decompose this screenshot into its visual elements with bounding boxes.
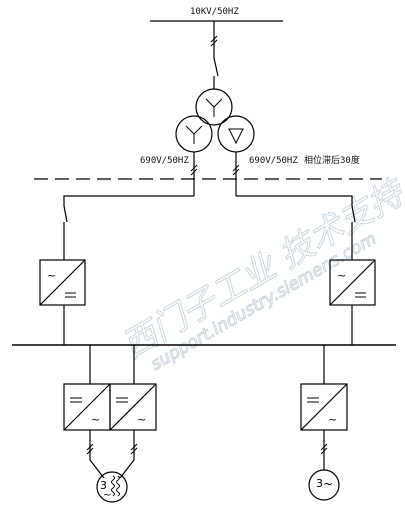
ac-symbol: ~ <box>328 413 337 426</box>
tick-mark <box>130 447 138 455</box>
tick-mark <box>320 443 328 451</box>
tick-mark <box>210 35 218 43</box>
tick-mark <box>190 164 198 172</box>
ac-symbol: ~ <box>91 413 100 426</box>
winding-coil <box>111 475 115 497</box>
hv-switch <box>213 57 219 77</box>
secondary-left-label: 690V/50HZ <box>140 156 189 166</box>
primary-winding <box>195 88 233 126</box>
motor-phase-label: 3 <box>100 479 107 492</box>
delta-symbol <box>228 128 244 145</box>
secondary-winding-right <box>217 115 255 153</box>
ac-symbol: ~ <box>337 269 346 282</box>
secondary-leads <box>190 152 240 196</box>
right-switch <box>351 205 356 223</box>
motor-wave-symbol: ~ <box>323 477 333 491</box>
grid-supply-label: 10KV/50HZ <box>190 7 239 17</box>
inverter-left-2: ~ <box>109 383 157 431</box>
wye-symbol-secondary <box>185 125 203 144</box>
tick-mark <box>130 443 138 451</box>
tick-mark <box>232 168 240 176</box>
wye-symbol-primary <box>205 98 223 117</box>
motor-right: 3 ~ <box>308 469 340 501</box>
tick-mark <box>190 168 198 176</box>
tick-mark <box>232 164 240 172</box>
watermark: 西门子工业 技术支持 support.industry.siemens.com <box>115 171 405 375</box>
tick-mark <box>320 447 328 455</box>
tick-mark <box>86 447 94 455</box>
motor-phase-label: 3 <box>316 477 323 490</box>
motor-left: 3 ~ <box>96 471 128 503</box>
inverter-feeders <box>89 345 325 384</box>
left-switch <box>63 205 68 223</box>
ac-symbol: ~ <box>47 269 56 282</box>
secondary-right-label: 690V/50HZ <box>249 156 298 166</box>
tick-mark <box>210 39 218 47</box>
right-branch: ~ <box>236 195 376 345</box>
motor-wave-symbol: ~ <box>103 490 111 501</box>
three-winding-transformer <box>175 88 255 153</box>
inverter-left-1: ~ <box>63 383 111 431</box>
motor-cable-right <box>320 430 328 470</box>
ac-symbol: ~ <box>137 413 146 426</box>
hv-feeder <box>210 21 219 89</box>
left-branch: ~ <box>39 195 194 345</box>
watermark-title: 西门子工业 技术支持 <box>116 171 405 366</box>
winding-coil <box>116 475 120 497</box>
tick-mark <box>86 443 94 451</box>
inverter-right: ~ <box>300 383 348 431</box>
phase-shift-label: 相位滞后30度 <box>304 154 360 166</box>
motor-cables-left <box>86 430 138 479</box>
rectifier-left <box>39 259 86 306</box>
